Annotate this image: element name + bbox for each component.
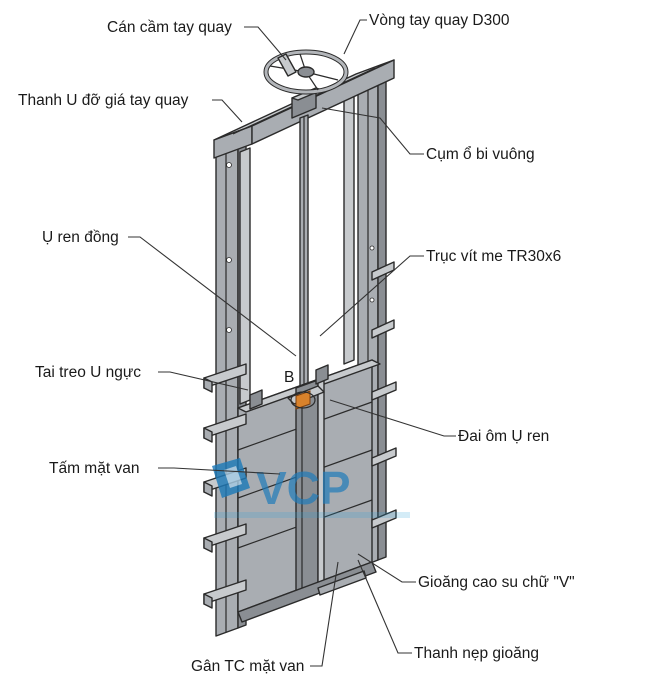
nut-clamp (287, 385, 325, 410)
label-gate-plate: Tấm mặt van (49, 460, 139, 477)
gate-plate (237, 359, 381, 613)
label-seal-strip: Thanh nẹp gioăng (414, 645, 539, 662)
vcp-watermark: VCP (212, 458, 410, 518)
lead-screw-shaft (299, 114, 309, 404)
label-plate-rib: Gân TC mặt van (191, 658, 304, 675)
label-nut-clamp: Đai ôm Ụ ren (458, 428, 549, 445)
label-bearing-block: Cụm ổ bi vuông (426, 146, 535, 163)
label-bronze-nut: Ụ ren đồng (42, 229, 119, 246)
watermark-brand: VCP (256, 462, 351, 514)
label-lead-screw: Trục vít me TR30x6 (426, 248, 561, 265)
leader-lines (128, 19, 456, 667)
label-section-mark: B (284, 369, 294, 386)
handwheel (263, 49, 349, 95)
label-u-frame-support: Thanh U đỡ giá tay quay (18, 92, 189, 109)
hanger-lugs (249, 364, 329, 410)
label-handle: Cán cầm tay quay (107, 19, 232, 36)
right-side-brackets (371, 261, 397, 529)
vcp-logo-icon (212, 458, 250, 498)
label-handwheel: Vòng tay quay D300 (369, 12, 510, 29)
label-hanger-lug: Tai treo U ngực (35, 364, 141, 381)
inner-guide-rails (239, 95, 355, 405)
label-v-rubber-seal: Gioăng cao su chữ "V" (418, 574, 575, 591)
